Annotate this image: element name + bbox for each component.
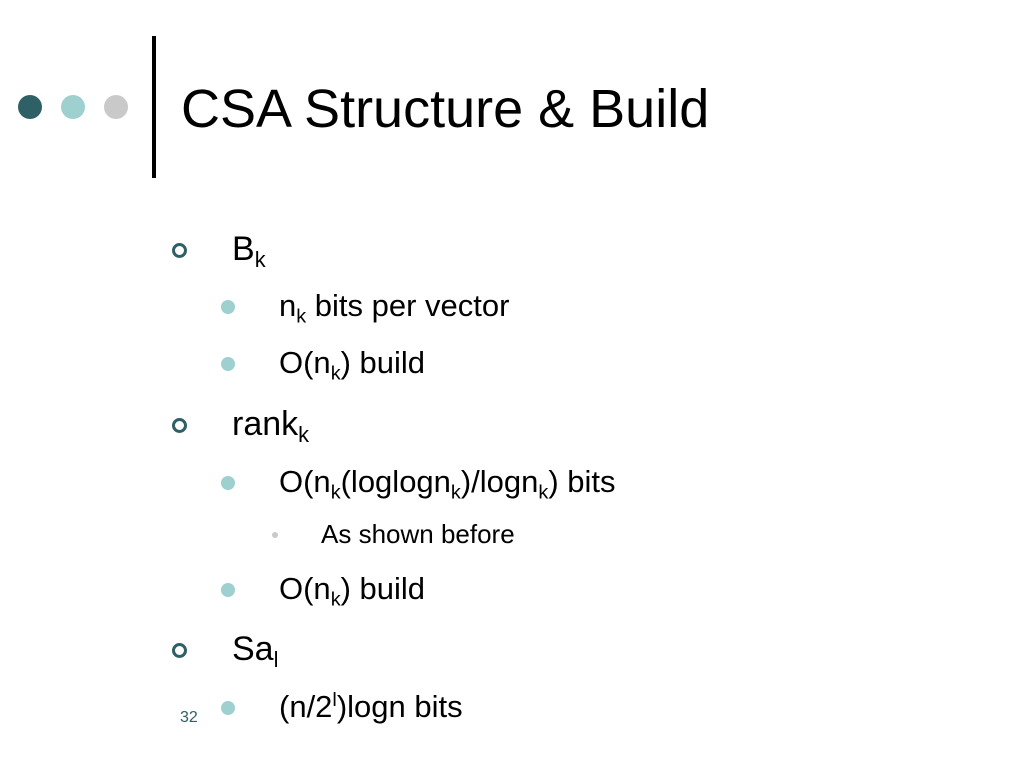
header-dot-gray-icon: [104, 95, 128, 119]
bullet-ring-icon: [172, 643, 187, 658]
title-divider: [152, 36, 156, 178]
sub-bullet-bits-per-vector: nk bits per vector: [279, 288, 510, 328]
bullet-sa-l: Sal: [232, 630, 279, 672]
bullet-disc-icon: [221, 701, 235, 715]
bullet-b-k: Bk: [232, 230, 266, 272]
bullet-disc-icon: [221, 476, 235, 490]
bullet-ring-icon: [172, 243, 187, 258]
sub-bullet-build-bk: O(nk) build: [279, 345, 426, 385]
bullet-ring-icon: [172, 418, 187, 433]
header-dot-light-icon: [61, 95, 85, 119]
header-dot-dark-icon: [18, 95, 42, 119]
page-number: 32: [180, 709, 198, 726]
slide-title: CSA Structure & Build: [181, 79, 710, 139]
sub-bullet-rank-bits: O(nk(loglognk)/lognk) bits: [279, 464, 616, 504]
sub-bullet-sa-bits: (n/2l)logn bits: [279, 689, 463, 724]
sub-bullet-build-rank: O(nk) build: [279, 571, 426, 611]
sub-sub-bullet-as-shown-before: As shown before: [321, 519, 515, 549]
bullet-dot-icon: [272, 532, 278, 538]
bullet-disc-icon: [221, 300, 235, 314]
bullet-disc-icon: [221, 583, 235, 597]
bullet-rank-k: rankk: [232, 405, 310, 447]
bullet-disc-icon: [221, 357, 235, 371]
